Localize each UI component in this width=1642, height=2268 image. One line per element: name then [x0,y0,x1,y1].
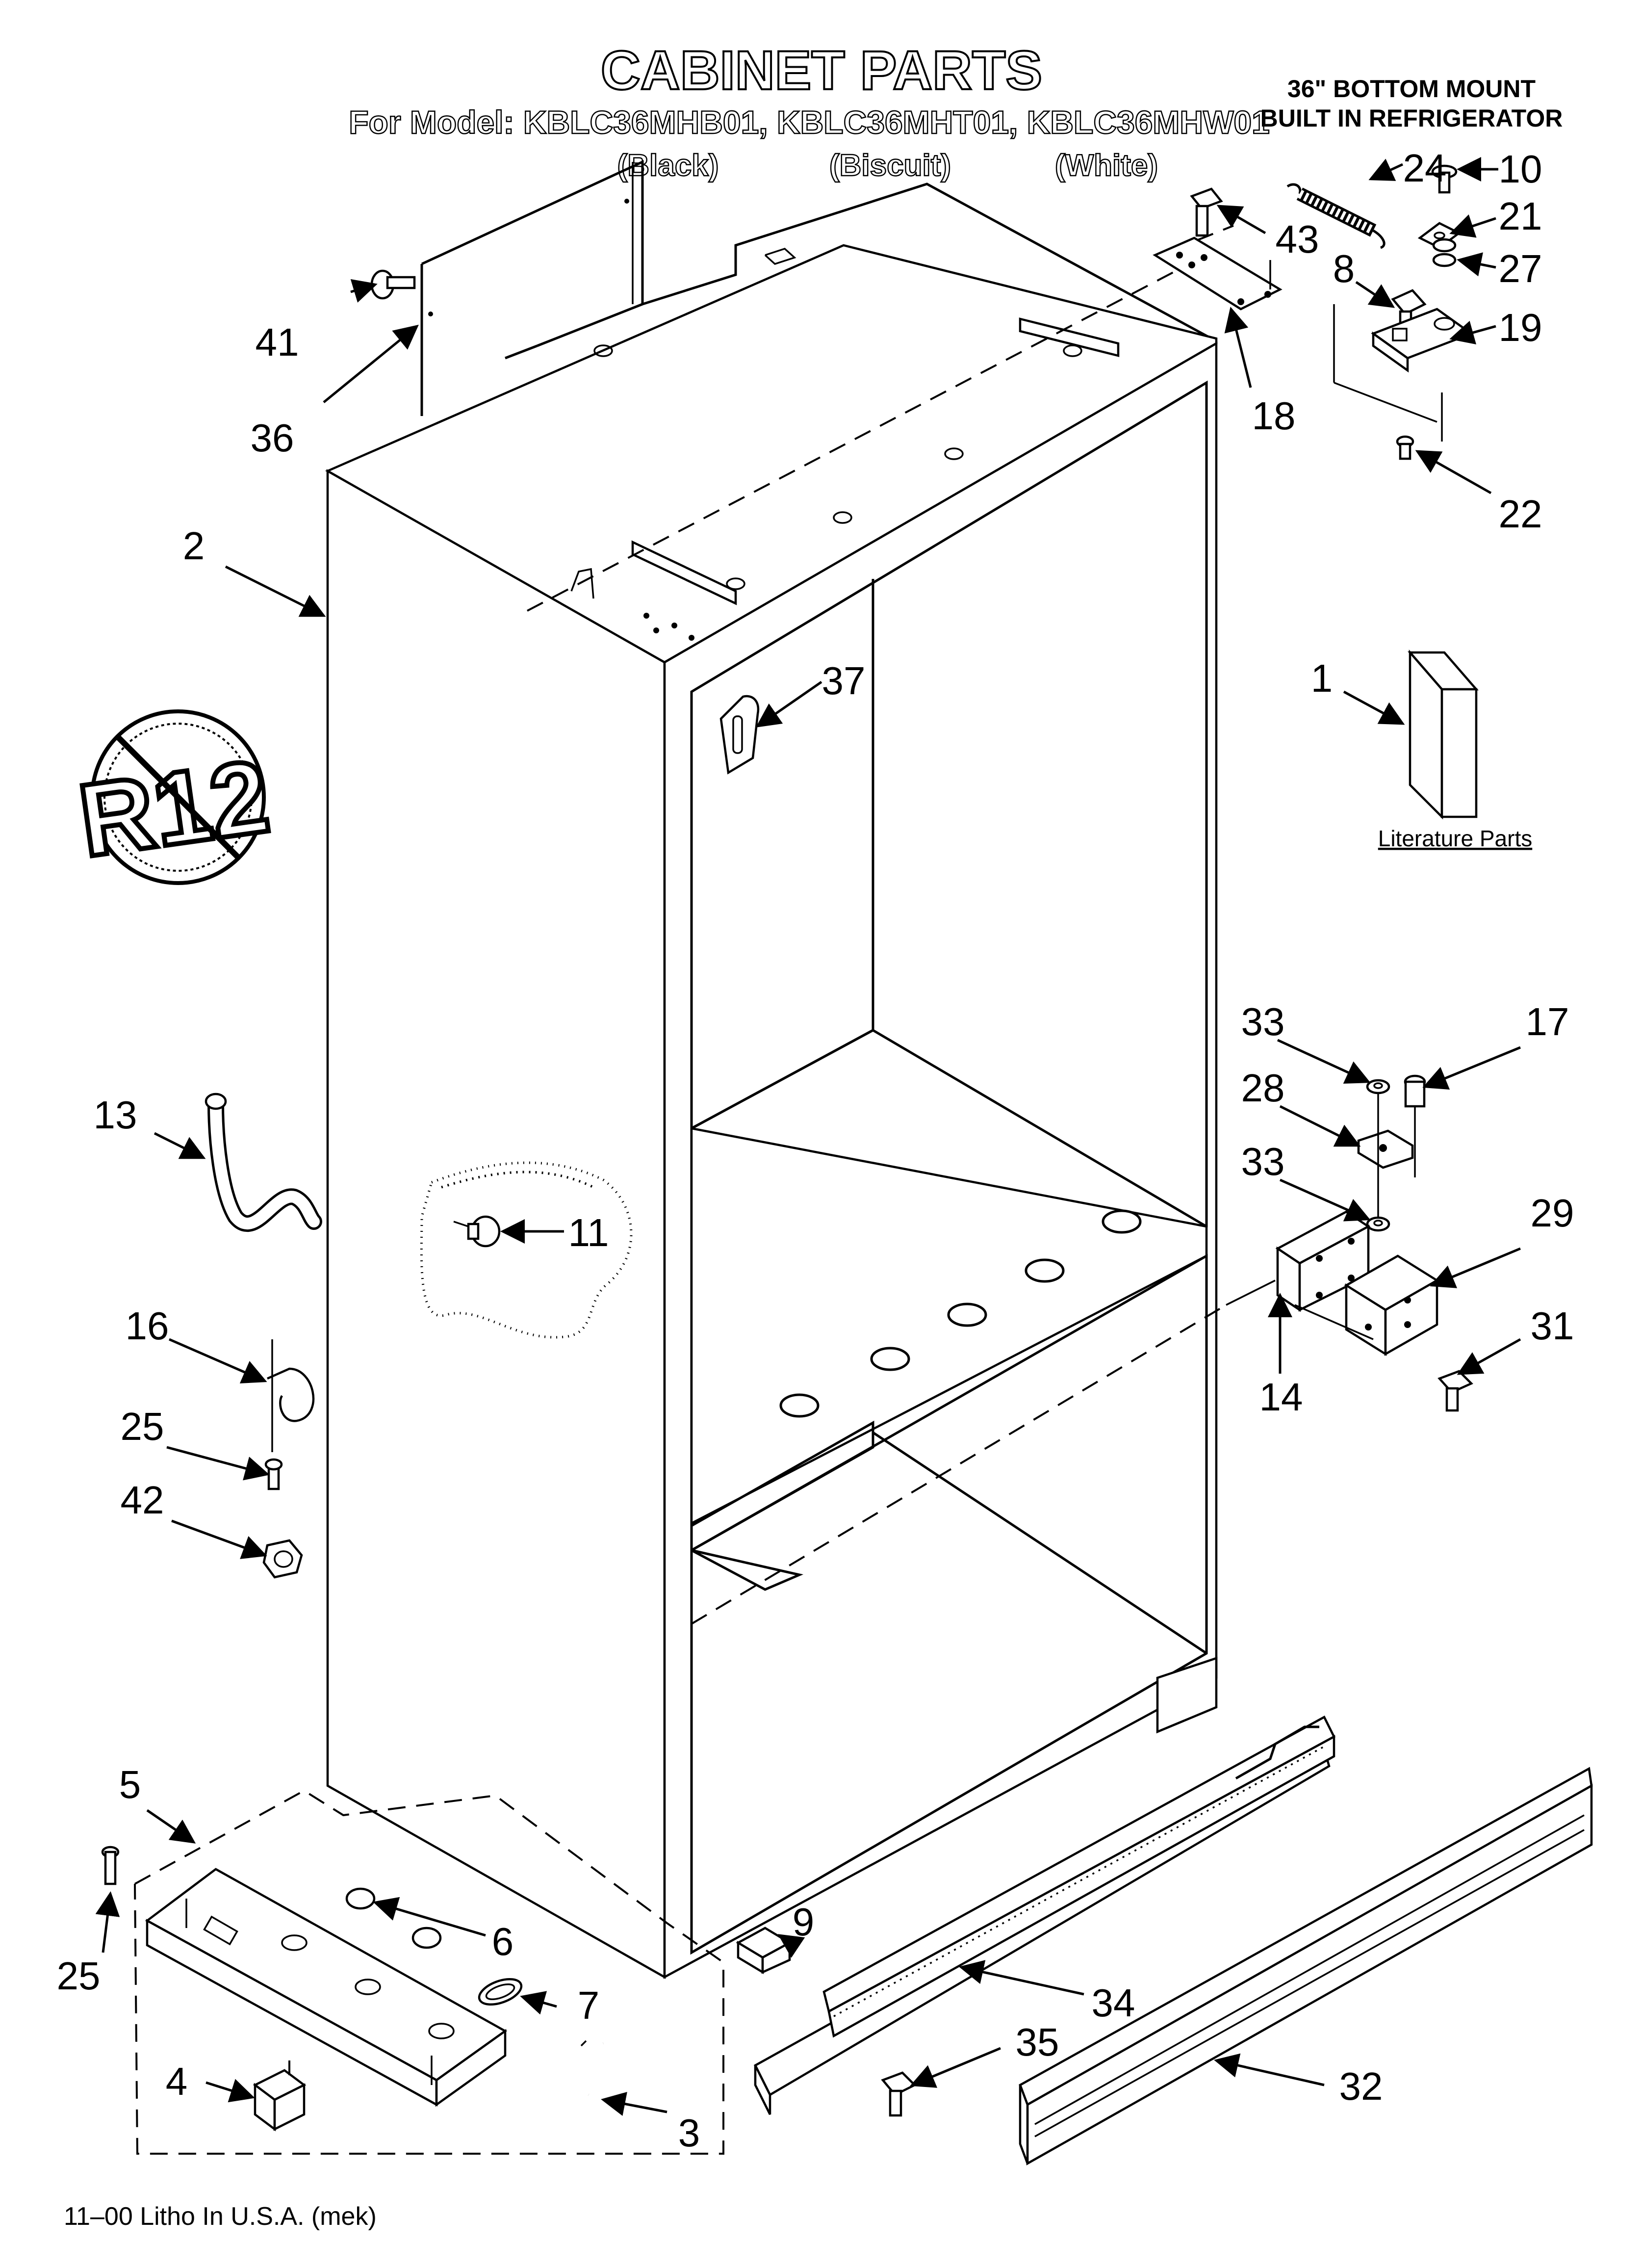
screw-part-35 [881,2071,917,2117]
color-biscuit-label: (Biscuit) [829,149,951,182]
callout-18: 18 [1252,394,1296,438]
screw-part-25-left [264,1458,283,1490]
callout-4: 4 [166,2059,188,2103]
grille-part-34 [754,1715,1335,2115]
insulation-cutout [420,1161,633,1339]
screw-part-31 [1437,1370,1473,1412]
base-assembly-box [134,1789,724,2155]
grommet-part-6 [345,1887,442,1949]
callout-1: 1 [1311,656,1333,700]
callout-21: 21 [1499,194,1542,238]
callout-8: 8 [1333,247,1355,290]
callout-19: 19 [1499,306,1542,349]
r12-text: R12 [73,738,276,878]
clip-part-9 [736,1927,792,1974]
washer-part-33-upper [1366,1079,1390,1095]
callout-11: 11 [568,1211,609,1254]
callout-24: 24 [1403,146,1447,190]
base-bracket-part [145,1868,508,2107]
callout-5: 5 [119,1763,141,1806]
bracket-part-18 [1153,236,1283,311]
pin-part-17 [1404,1074,1426,1177]
no-r12-badge: R12 [70,709,278,885]
color-white-label: (White) [1055,149,1158,182]
callout-6: 6 [492,1920,514,1963]
product-line-2: BUILT IN REFRIGERATOR [1260,104,1563,132]
callout-41: 41 [256,320,299,364]
callout-42: 42 [121,1478,164,1522]
page-title: CABINET PARTS [601,40,1042,101]
screw-part-25-base [101,1846,120,1885]
callout-25-base: 25 [57,1954,101,1998]
callout-numbers: 24 10 21 27 19 22 43 8 18 41 36 2 37 1 1… [57,146,1574,2155]
literature-parts-label: Literature Parts [1378,826,1532,851]
screw-part-43 [1190,187,1223,237]
callout-33-upper: 33 [1241,1000,1285,1043]
footer-litho: 11–00 Litho In U.S.A. (mek) [64,2202,377,2231]
callout-34: 34 [1092,1981,1135,2025]
callout-25-left: 25 [121,1405,164,1448]
cabinet-body [325,244,1218,1979]
callout-14: 14 [1259,1375,1303,1419]
trim-part-32 [1019,1767,1593,2165]
callout-13: 13 [94,1093,137,1137]
bushing-part-27 [1432,238,1457,267]
callout-27: 27 [1499,247,1542,290]
color-black-label: (Black) [617,149,719,182]
callout-28: 28 [1241,1066,1285,1110]
callout-3: 3 [678,2111,700,2155]
screw-part-10 [1431,164,1458,194]
model-line: For Model: KBLC36MHB01, KBLC36MHT01, KBL… [349,104,1270,140]
nut-part-42 [262,1539,303,1579]
callout-9: 9 [793,1900,815,1944]
callout-32: 32 [1339,2064,1383,2108]
callout-10: 10 [1499,147,1542,191]
callout-35: 35 [1016,2020,1059,2064]
plate-part-14 [1275,1210,1371,1312]
callout-29: 29 [1531,1191,1574,1235]
top-hinge-guide [1196,225,1234,241]
callout-22: 22 [1499,492,1542,536]
callout-7: 7 [578,1983,600,2027]
callout-2: 2 [183,524,205,568]
callout-37: 37 [822,659,866,703]
pocket-part-37 [719,695,760,775]
callout-31: 31 [1531,1304,1574,1348]
product-line-1: 36" BOTTOM MOUNT [1287,75,1536,103]
lower-hinge-guide [691,1304,1227,1625]
clip-part-4 [253,2060,307,2132]
leader-lines [95,157,1521,2116]
screw-part-41 [370,269,416,300]
hinge-part-29 [1344,1254,1439,1356]
callout-17: 17 [1526,1000,1569,1043]
clip-part-16 [267,1339,315,1452]
washer-part-33-lower [1366,1216,1390,1232]
callout-43: 43 [1276,217,1319,261]
gasket-part-7 [478,1978,523,2006]
callout-16: 16 [126,1304,169,1348]
hinge-part-19 [1333,304,1474,442]
bracket-part-28 [1357,1094,1414,1217]
plug-part-11 [453,1215,501,1248]
tube-clip-part-3 [573,2040,605,2098]
spring-part-24 [1286,183,1385,249]
literature-parts-icon [1408,649,1479,820]
washer-part-22 [1396,435,1414,460]
callout-33-lower: 33 [1241,1140,1285,1183]
callout-36: 36 [251,416,294,460]
